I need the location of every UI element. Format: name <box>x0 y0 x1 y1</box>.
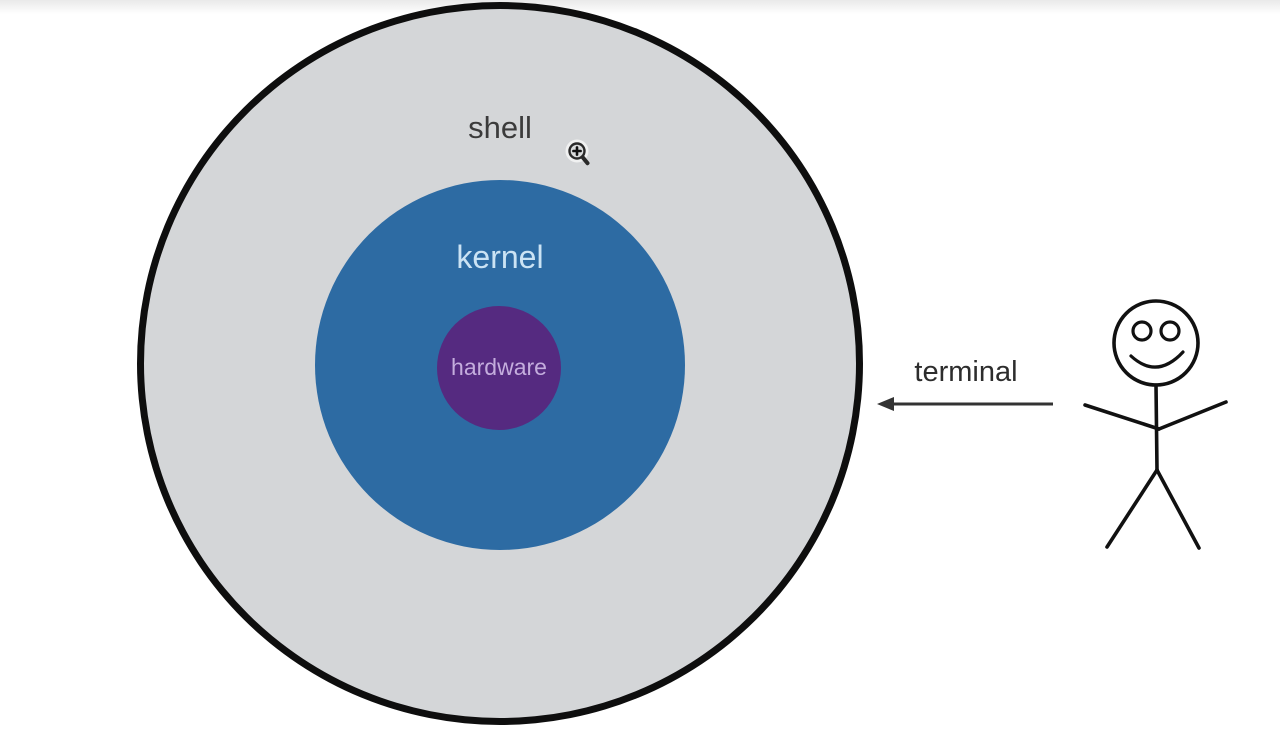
stick-person-smile <box>1129 350 1185 369</box>
stick-person-right-eye <box>1159 320 1181 342</box>
stick-person-left-arm <box>1083 403 1161 431</box>
top-shade-gradient <box>0 0 1280 14</box>
terminal-label: terminal <box>914 356 1018 388</box>
hardware-label: hardware <box>451 354 547 380</box>
stick-person-left-leg <box>1105 468 1159 549</box>
stick-person-right-leg <box>1155 468 1201 550</box>
kernel-label: kernel <box>456 239 544 275</box>
shell-label: shell <box>468 110 532 145</box>
stick-person-figure <box>1083 299 1228 550</box>
stick-person-body <box>1154 383 1159 472</box>
hardware-circle <box>437 306 561 430</box>
stick-person-right-arm <box>1157 400 1228 431</box>
terminal-arrow <box>877 397 1053 411</box>
stick-person-head <box>1112 299 1200 387</box>
stick-person-left-eye <box>1131 320 1153 342</box>
